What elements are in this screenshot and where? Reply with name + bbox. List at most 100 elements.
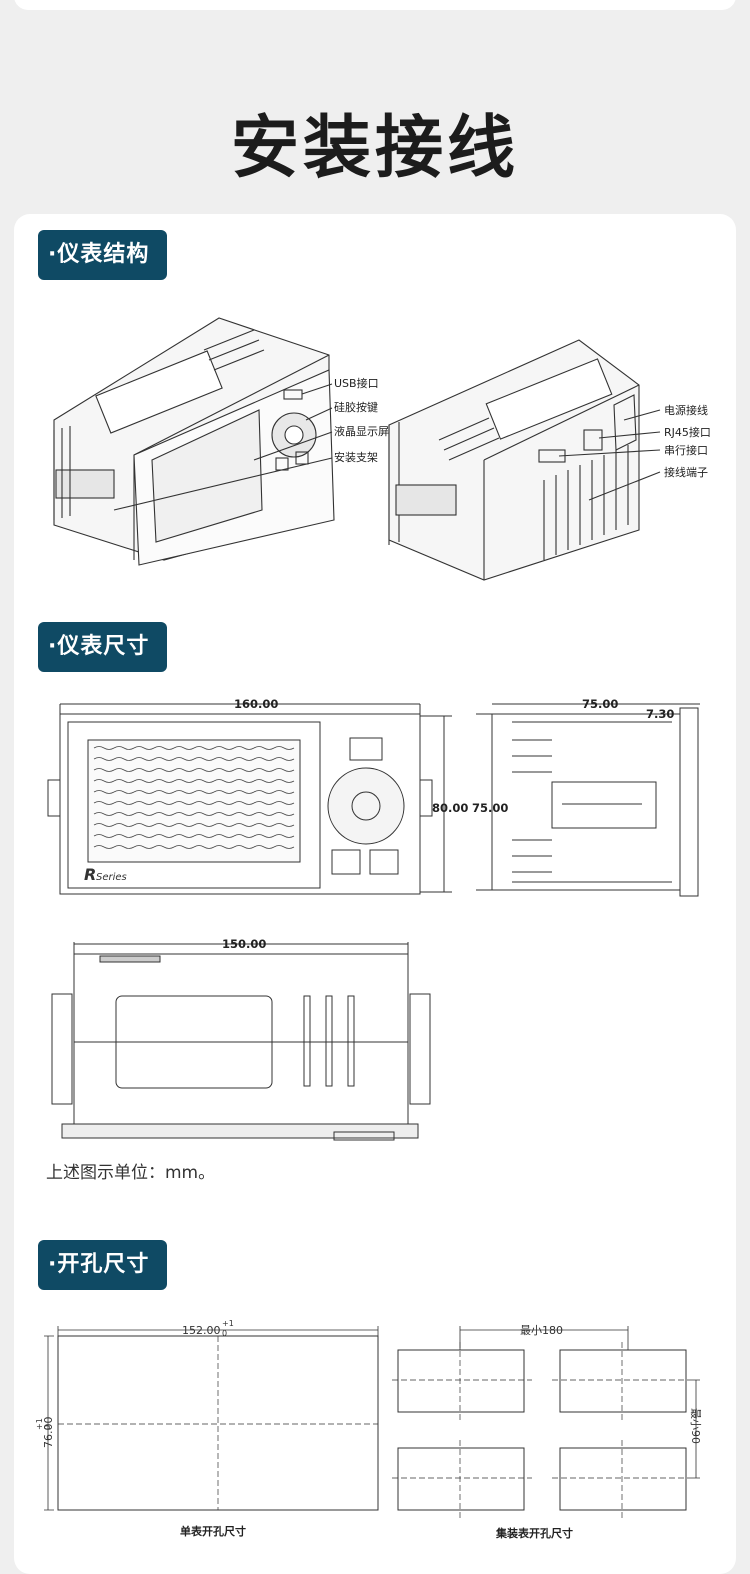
- lcd-hatch-mark: [173, 790, 195, 794]
- lcd-hatch-mark: [213, 779, 235, 783]
- lcd-hatch-mark: [93, 812, 115, 816]
- lcd-hatch-mark: [93, 801, 115, 805]
- lcd-hatch-mark: [273, 823, 295, 827]
- tol-height-plus: +1: [35, 1418, 44, 1430]
- lcd-hatch-mark: [93, 768, 115, 772]
- lcd-hatch-mark: [253, 757, 275, 761]
- lcd-hatch-mark: [113, 823, 135, 827]
- lcd-hatch-mark: [193, 801, 215, 805]
- lcd-hatch-mark: [193, 757, 215, 761]
- lcd-hatch-mark: [153, 823, 175, 827]
- dim-front-width: 160.00: [234, 697, 278, 711]
- tol-height-zero: 0: [43, 1425, 52, 1430]
- lcd-hatch-mark: [173, 823, 195, 827]
- caption-group: 集装表开孔尺寸: [495, 1526, 573, 1540]
- lcd-hatch-mark: [173, 845, 195, 849]
- lcd-hatch-mark: [133, 812, 155, 816]
- dim-top-width: 150.00: [222, 937, 266, 951]
- lcd-hatch-mark: [253, 845, 275, 849]
- unit-note: 上述图示单位：mm。: [46, 1163, 216, 1183]
- lcd-hatch-mark: [133, 757, 155, 761]
- lcd-hatch-mark: [273, 834, 295, 838]
- lcd-hatch-mark: [133, 845, 155, 849]
- lcd-hatch-mark: [133, 801, 155, 805]
- top-bezel: [61, 1123, 419, 1139]
- dim-single-width: 152.00: [182, 1324, 221, 1337]
- lcd-hatch-mark: [113, 779, 135, 783]
- lcd-hatch-mark: [153, 834, 175, 838]
- lcd-hatch-mark: [233, 823, 255, 827]
- lcd-hatch-mark: [133, 779, 155, 783]
- lcd-hatch-mark: [253, 801, 275, 805]
- lcd-hatch-mark: [113, 746, 135, 750]
- lcd-hatch-mark: [193, 746, 215, 750]
- label-serial: 串行接口: [664, 444, 708, 457]
- group-cutout-drawing: 最小180 最小90 集装表开孔尺寸: [392, 1324, 702, 1540]
- caption-single: 单表开孔尺寸: [180, 1524, 246, 1538]
- lcd-hatch-mark: [173, 746, 195, 750]
- lcd-hatch-mark: [233, 812, 255, 816]
- lcd-hatch-mark: [193, 779, 215, 783]
- lcd-hatch-mark: [173, 779, 195, 783]
- lcd-hatch-mark: [193, 812, 215, 816]
- top-body: [73, 953, 409, 1125]
- tol-width-zero: 0: [222, 1329, 227, 1338]
- lcd-hatch-mark: [213, 757, 235, 761]
- lcd-hatch-mark: [113, 768, 135, 772]
- front-bracket: [55, 469, 115, 499]
- lcd-hatch-mark: [153, 779, 175, 783]
- lcd-hatch-mark: [173, 834, 195, 838]
- front-view-lcd: [87, 739, 301, 863]
- label-terminal: 接线端子: [664, 465, 708, 479]
- lcd-hatch-mark: [253, 834, 275, 838]
- lcd-hatch-mark: [273, 845, 295, 849]
- lcd-hatch-mark: [93, 779, 115, 783]
- front-view-drawing: 160.00 80.00 R Series: [47, 697, 468, 895]
- label-usb: USB接口: [334, 377, 379, 390]
- lcd-hatch-mark: [153, 845, 175, 849]
- front-view-dpad: [327, 767, 405, 845]
- label-rj45: RJ45接口: [664, 426, 711, 439]
- top-card-edge: [14, 0, 736, 10]
- lcd-hatch-mark: [193, 823, 215, 827]
- lcd-hatch-mark: [133, 746, 155, 750]
- lcd-hatch-mark: [173, 812, 195, 816]
- front-lcd: [151, 409, 263, 543]
- lcd-hatch-mark: [253, 790, 275, 794]
- lcd-hatch-mark: [93, 746, 115, 750]
- lcd-hatch-mark: [273, 801, 295, 805]
- brand-letter: R: [84, 865, 96, 884]
- lcd-hatch-mark: [133, 834, 155, 838]
- lcd-hatch-mark: [273, 779, 295, 783]
- lcd-hatch-mark: [253, 812, 275, 816]
- lcd-hatch-mark: [233, 790, 255, 794]
- lcd-hatch-mark: [273, 757, 295, 761]
- single-cutout-drawing: 152.00 +1 0 76.00 +1 0 单表开孔尺寸: [35, 1319, 379, 1538]
- label-bracket: 安装支架: [334, 450, 378, 464]
- lcd-hatch-mark: [153, 801, 175, 805]
- label-lcd: 液晶显示屏: [334, 424, 389, 438]
- lcd-hatch-mark: [233, 779, 255, 783]
- lcd-hatch-mark: [253, 768, 275, 772]
- lcd-hatch-mark: [153, 812, 175, 816]
- dim-side-bezel: 7.30: [646, 707, 674, 721]
- lcd-hatch-mark: [213, 823, 235, 827]
- lcd-hatch-mark: [273, 812, 295, 816]
- lcd-hatch-mark: [233, 834, 255, 838]
- lcd-hatch-mark: [213, 801, 235, 805]
- back-terminals: [613, 394, 637, 451]
- lcd-hatch-mark: [93, 845, 115, 849]
- dim-min-v: 最小90: [689, 1408, 702, 1444]
- lcd-hatch-mark: [253, 823, 275, 827]
- side-bracket: [551, 781, 657, 829]
- group-cutout-tl: [397, 1349, 525, 1413]
- lcd-hatch-mark: [213, 768, 235, 772]
- lcd-hatch-mark: [193, 790, 215, 794]
- section-tag-structure: ·仪表结构: [38, 230, 168, 280]
- lcd-hatch-mark: [213, 812, 235, 816]
- lcd-hatch-mark: [113, 834, 135, 838]
- lcd-hatch-mark: [193, 845, 215, 849]
- front-view-usb: [349, 737, 383, 761]
- lcd-hatch-mark: [133, 790, 155, 794]
- lcd-hatch-mark: [133, 768, 155, 772]
